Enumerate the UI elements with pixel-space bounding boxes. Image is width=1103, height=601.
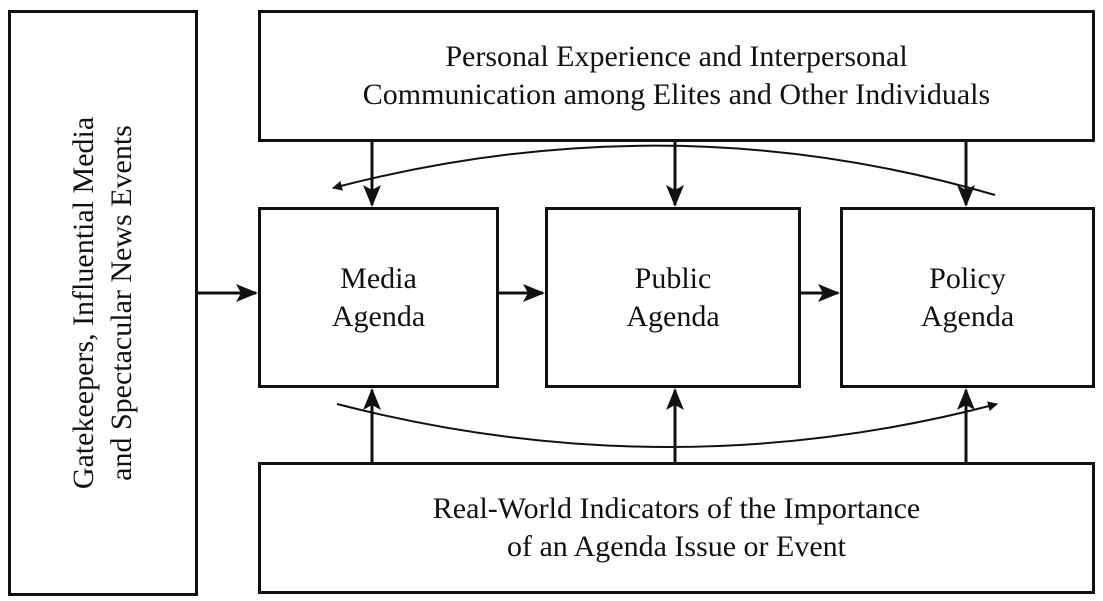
public-agenda-box: Public Agenda: [545, 207, 801, 388]
realworld-label-line2: of an Agenda Issue or Event: [506, 530, 847, 563]
public-label-line1: Public: [634, 261, 712, 295]
real-world-indicators-box: Real-World Indicators of the Importance …: [258, 462, 1095, 594]
personal-experience-box: Personal Experience and Interpersonal Co…: [258, 10, 1095, 142]
public-label-line2: Agenda: [626, 299, 720, 333]
media-agenda-box: Media Agenda: [258, 207, 499, 388]
media-label-line2: Agenda: [331, 299, 426, 333]
realworld-label-line1: Real-World Indicators of the Importance: [432, 492, 921, 525]
gatekeepers-box: Gatekeepers, Influential Media and Spect…: [8, 10, 198, 596]
policy-label-line1: Policy: [929, 261, 1006, 295]
policy-label-line2: Agenda: [920, 299, 1015, 333]
personal-label-line1: Personal Experience and Interpersonal: [445, 40, 908, 73]
curved-feedback-arrow-top: [332, 144, 996, 196]
curved-feedback-arrow-bottom: [336, 401, 998, 448]
gatekeepers-label-line2: and Spectacular News Events: [105, 125, 138, 481]
gatekeepers-label-line1: Gatekeepers, Influential Media: [67, 116, 100, 490]
personal-label-line2: Communication among Elites and Other Ind…: [362, 78, 991, 111]
policy-agenda-box: Policy Agenda: [840, 207, 1095, 388]
media-label-line1: Media: [340, 261, 417, 295]
